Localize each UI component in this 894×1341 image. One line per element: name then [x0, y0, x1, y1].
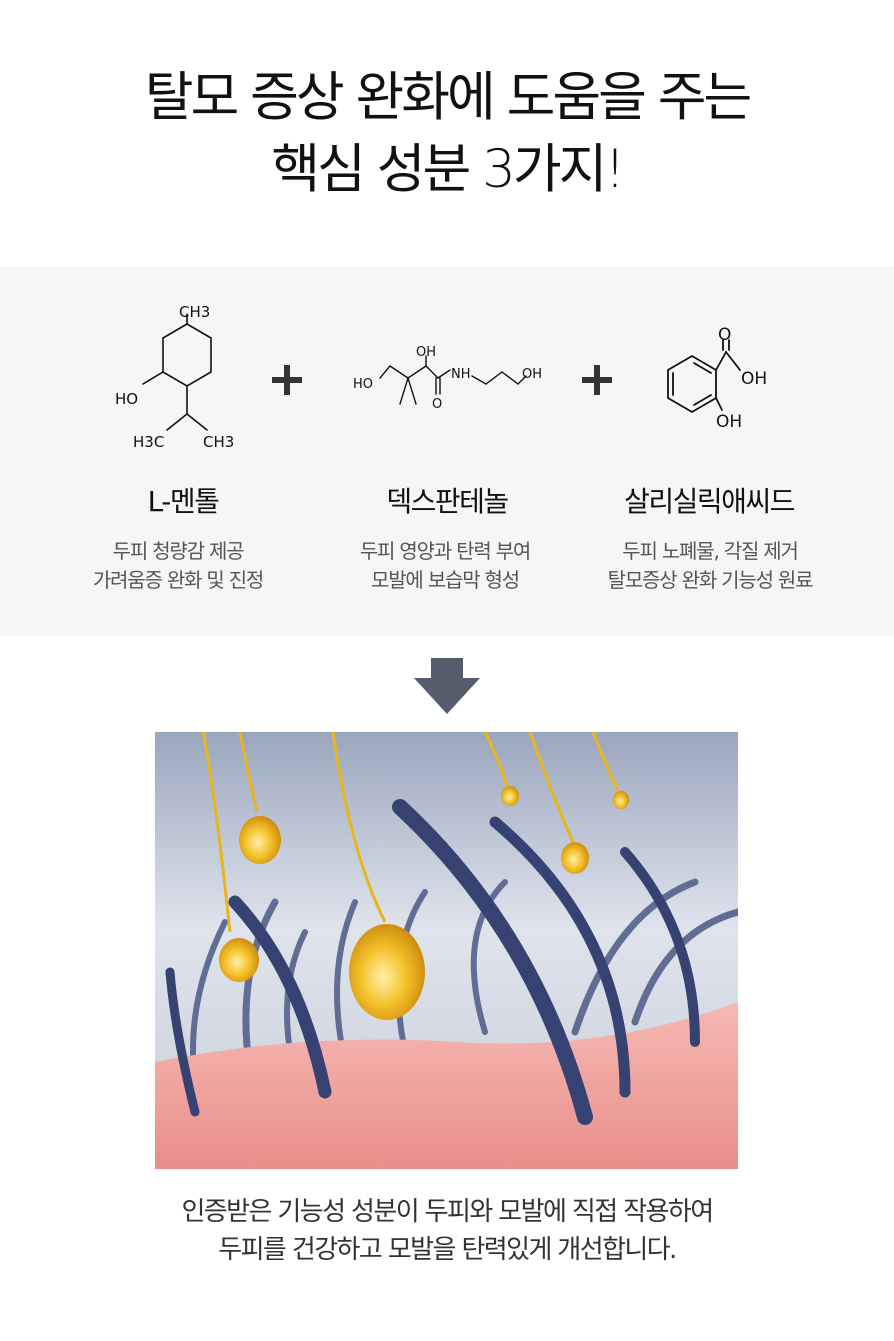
menthol-ho-label: HO [115, 390, 138, 408]
salicylic-o-label: O [718, 325, 731, 345]
headline: 탈모 증상 완화에 도움을 주는 핵심 성분 3가지! [0, 62, 894, 206]
salicylic-oh-lower-label: OH [716, 412, 742, 432]
desc-line: 가려움증 완화 및 진정 [92, 568, 264, 592]
plus-icon [582, 365, 612, 395]
ingredient-desc-menthol: 두피 청량감 제공 가려움증 완화 및 진정 [28, 537, 328, 595]
caption: 인증받은 기능성 성분이 두피와 모발에 직접 작용하여 두피를 건강하고 모발… [0, 1193, 894, 1269]
caption-line-2: 두피를 건강하고 모발을 탄력있게 개선합니다. [218, 1235, 677, 1265]
menthol-ch3-top-label: CH3 [179, 303, 210, 321]
headline-line-1: 탈모 증상 완화에 도움을 주는 [144, 67, 753, 128]
desc-line: 두피 영양과 탄력 부여 [359, 539, 531, 563]
salicylic-acid-structure-diagram: O OH OH [667, 325, 767, 432]
dexpanthenol-oh-end-label: OH [522, 367, 542, 382]
plus-icon [272, 365, 302, 395]
dexpanthenol-structure-diagram: HO OH NH OH O [353, 345, 542, 412]
ingredient-name-dexpanthenol: 덱스판테놀 [386, 485, 509, 518]
menthol-structure-diagram: CH3 HO H3C CH3 [115, 303, 234, 451]
ingredients-panel [0, 267, 894, 636]
menthol-ch3-label: CH3 [203, 433, 234, 451]
down-arrow-icon [414, 658, 480, 714]
desc-line: 탈모증상 완화 기능성 원료 [607, 568, 814, 592]
caption-line-1: 인증받은 기능성 성분이 두피와 모발에 직접 작용하여 [181, 1197, 714, 1227]
desc-line: 두피 노폐물, 각질 제거 [622, 539, 799, 563]
hair-scalp-illustration [155, 732, 738, 1169]
ingredient-desc-salicylic: 두피 노폐물, 각질 제거 탈모증상 완화 기능성 원료 [560, 537, 860, 595]
ingredient-name-salicylic: 살리실릭애씨드 [624, 485, 795, 518]
desc-line: 모발에 보습막 형성 [371, 568, 520, 592]
dexpanthenol-nh-label: NH [451, 367, 471, 382]
ingredient-desc-dexpanthenol: 두피 영양과 탄력 부여 모발에 보습막 형성 [295, 537, 595, 595]
menthol-h3c-label: H3C [133, 433, 164, 451]
dexpanthenol-o-label: O [432, 397, 442, 412]
dexpanthenol-ho-label: HO [353, 377, 373, 392]
salicylic-oh-label: OH [741, 369, 767, 389]
dexpanthenol-oh-top-label: OH [416, 345, 436, 360]
ingredient-name-menthol: L-멘톨 [147, 485, 220, 518]
headline-line-2: 핵심 성분 3가지! [271, 139, 625, 200]
desc-line: 두피 청량감 제공 [112, 539, 245, 563]
